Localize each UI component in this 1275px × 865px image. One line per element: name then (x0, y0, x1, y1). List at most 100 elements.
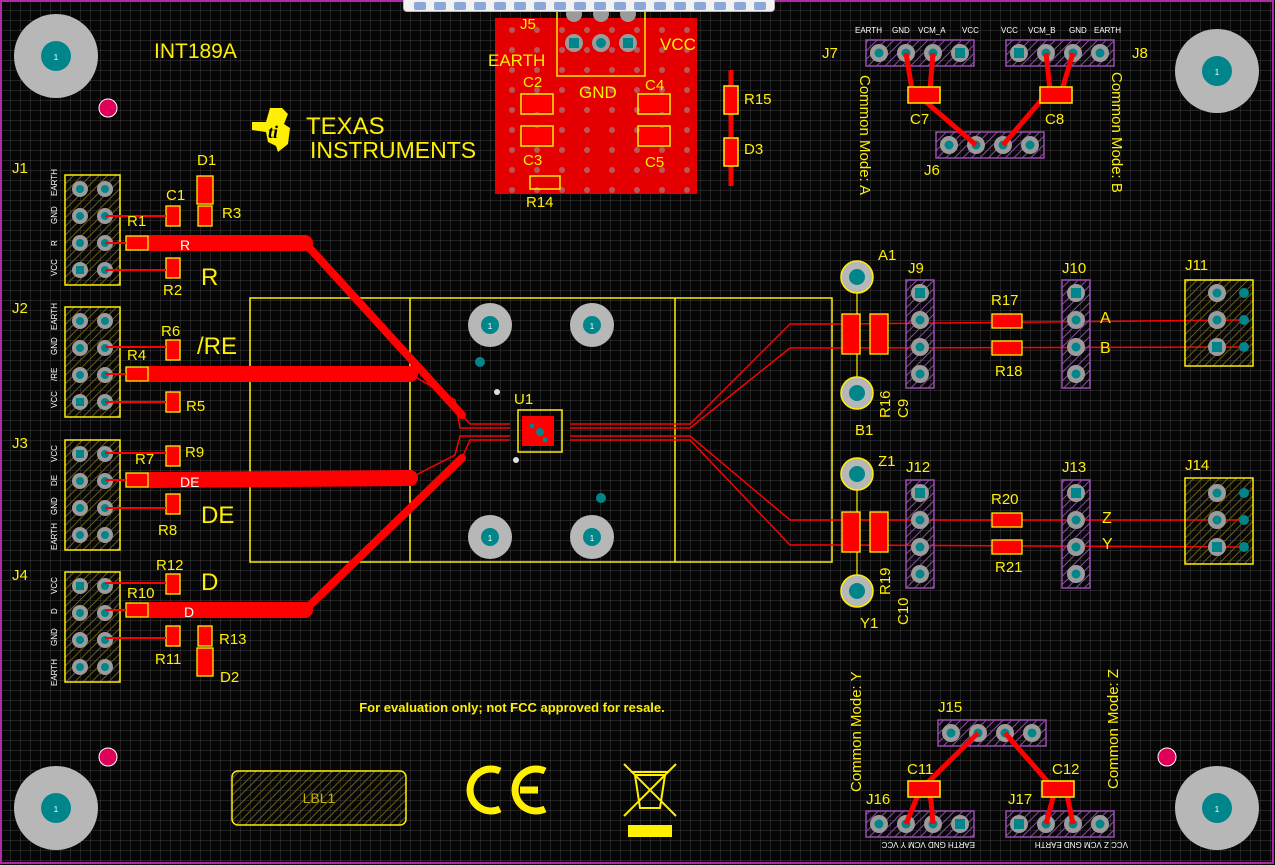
common-mode-z-label: Common Mode: Z (1105, 669, 1122, 789)
designator-r2: R2 (163, 282, 182, 299)
toolbar-button[interactable] (574, 1, 586, 10)
designator-j9: J9 (908, 260, 924, 277)
svg-text:ti: ti (268, 122, 278, 142)
toolbar-button[interactable] (714, 1, 726, 10)
designator-c11: C11 (907, 761, 933, 778)
net-label-z: Z (1102, 510, 1112, 527)
svg-text:1: 1 (54, 53, 59, 62)
designator-b1: B1 (855, 422, 873, 439)
toolbar-button[interactable] (554, 1, 566, 10)
designator-j15: J15 (938, 699, 962, 716)
ti-logo-icon: ti (252, 108, 290, 152)
designator-d3: D3 (744, 141, 763, 158)
net-label-vcc: VCC (660, 35, 696, 54)
toolbar-button[interactable] (594, 1, 606, 10)
fiducial-markers (98, 98, 1177, 767)
toolbar-button[interactable] (514, 1, 526, 10)
designator-c2: C2 (523, 74, 542, 91)
pin-label: VCC (50, 577, 59, 594)
net-label-earth: EARTH (488, 51, 545, 70)
mounting-holes: 1 1 1 1 1 1 1 1 (14, 14, 1259, 850)
toolbar-button[interactable] (754, 1, 766, 10)
center-frame (249, 297, 833, 563)
toolbar-button[interactable] (534, 1, 546, 10)
designator-j14: J14 (1185, 457, 1209, 474)
toolbar-button[interactable] (734, 1, 746, 10)
toolbar-button[interactable] (414, 1, 426, 10)
designator-u1: U1 (514, 391, 533, 408)
svg-text:1: 1 (590, 534, 595, 543)
designator-c7: C7 (910, 111, 929, 128)
designator-c9: C9 (895, 399, 912, 418)
pin-label: R (50, 240, 59, 246)
pin-label: EARTH (50, 169, 59, 196)
toolbar-button[interactable] (494, 1, 506, 10)
toolbar-button[interactable] (654, 1, 666, 10)
board-title: INT189A (154, 40, 237, 63)
disclaimer-text: For evaluation only; not FCC approved fo… (359, 700, 665, 715)
pin-label: VCC (1001, 26, 1018, 35)
designator-y1: Y1 (860, 615, 878, 632)
net-label-gnd: GND (579, 83, 617, 102)
common-mode-b-label: Common Mode: B (1108, 72, 1125, 193)
toolbar-button[interactable] (614, 1, 626, 10)
designator-j5: J5 (520, 16, 536, 33)
designator-j3: J3 (12, 435, 28, 452)
net-label-r: R (201, 264, 218, 291)
pad-label-de: DE (180, 474, 199, 490)
pin-label: GND (1069, 26, 1087, 35)
test-point (840, 574, 874, 608)
mounting-hole: 1 (1175, 766, 1259, 850)
pin-label: VCM_A (918, 26, 946, 35)
brand-texas: TEXAS (306, 113, 385, 140)
pin-label: /RE (50, 368, 59, 381)
top-right-headers (865, 39, 1115, 159)
r15-d3 (723, 70, 739, 186)
designator-j1: J1 (12, 160, 28, 177)
toolbar-button[interactable] (454, 1, 466, 10)
pin-label: EARTH (1094, 26, 1121, 35)
pin-label: EARTH (50, 659, 59, 686)
test-point (840, 457, 874, 491)
designator-r20: R20 (991, 491, 1019, 508)
common-mode-a-label: Common Mode: A (856, 75, 873, 195)
net-label-d: D (201, 569, 218, 596)
designator-j2: J2 (12, 300, 28, 317)
designator-r12: R12 (156, 557, 184, 574)
pin-label: D (50, 608, 59, 614)
designator-c8: C8 (1045, 111, 1064, 128)
weee-bin-icon (623, 763, 677, 837)
designator-j4: J4 (12, 567, 28, 584)
pin-label: VCM_B (1028, 26, 1056, 35)
test-point (840, 376, 874, 410)
right-connectors (840, 260, 1254, 608)
designator-j16: J16 (866, 791, 890, 808)
mounting-hole: 1 (468, 515, 512, 559)
designator-r7: R7 (135, 451, 154, 468)
designator-j6: J6 (924, 162, 940, 179)
pin-label: EARTH (50, 523, 59, 550)
designator-j17: J17 (1008, 791, 1032, 808)
mounting-hole: 1 (570, 515, 614, 559)
mounting-hole: 1 (1175, 29, 1259, 113)
toolbar-button[interactable] (474, 1, 486, 10)
designator-a1: A1 (878, 247, 896, 264)
designator-r9: R9 (185, 444, 204, 461)
toolbar-button[interactable] (434, 1, 446, 10)
toolbar-button[interactable] (694, 1, 706, 10)
left-passives (125, 175, 214, 677)
bottom-right-headers (865, 719, 1115, 838)
toolbar-button[interactable] (674, 1, 686, 10)
designator-c4: C4 (645, 77, 664, 94)
pin-label: GND (50, 206, 59, 224)
pin-label: GND (50, 337, 59, 355)
toolbar-button[interactable] (634, 1, 646, 10)
canvas-toolbar[interactable] (403, 0, 775, 12)
designator-r5: R5 (186, 398, 205, 415)
svg-text:1: 1 (1215, 805, 1220, 814)
designator-r18: R18 (995, 363, 1023, 380)
brand-instruments: INSTRUMENTS (310, 137, 476, 163)
pin-label: EARTH (50, 303, 59, 330)
